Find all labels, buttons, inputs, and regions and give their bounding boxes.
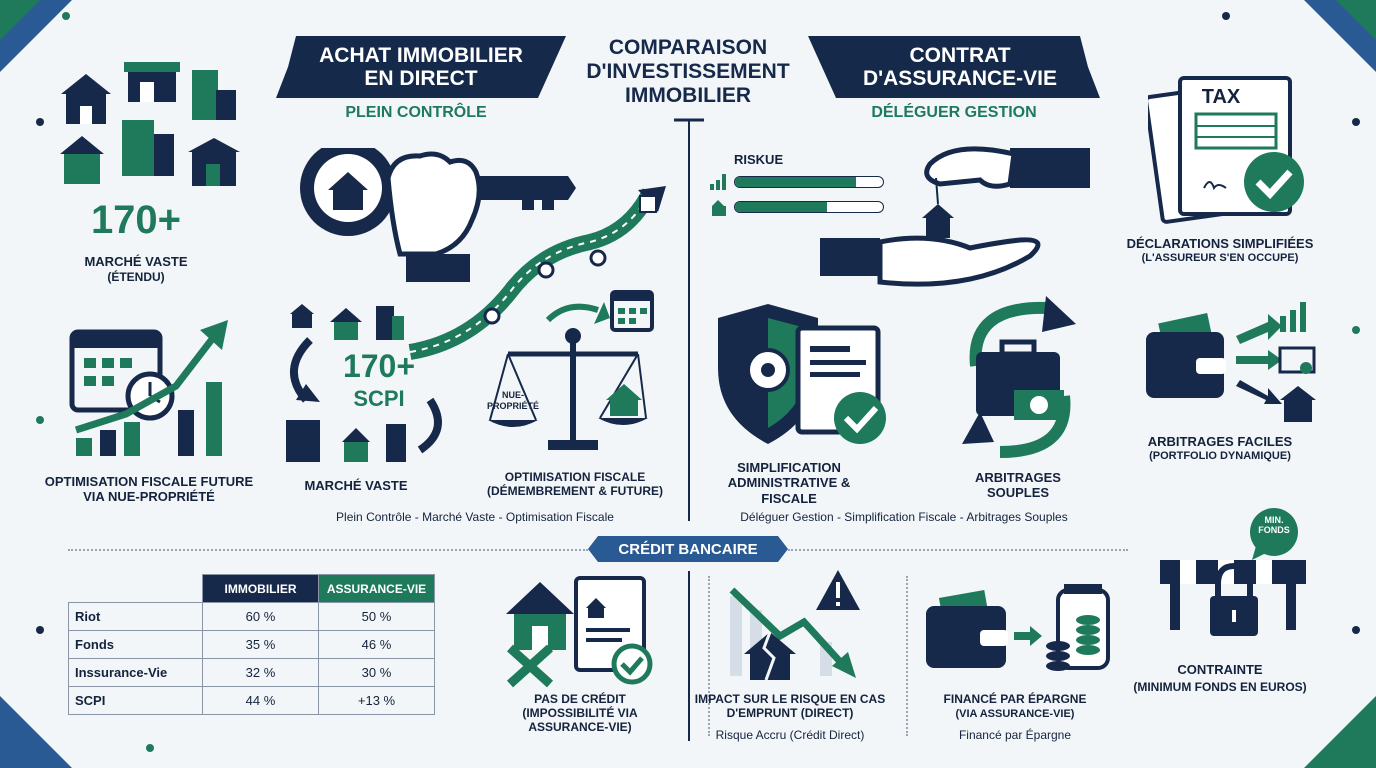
savings-icon	[926, 584, 1110, 671]
corner-decoration-top-right	[1304, 0, 1376, 72]
table-row-name: Riot	[68, 602, 203, 631]
risk-bar-1-fill	[735, 177, 857, 187]
balance-scale-icon	[488, 290, 654, 450]
table-cell-av: 50 %	[318, 602, 435, 631]
hands-handover-icon	[820, 146, 1090, 287]
table-cell-av: 30 %	[318, 658, 435, 687]
banner-life-insurance: CONTRAT D'ASSURANCE-VIE	[808, 36, 1100, 98]
table-cell-av: 46 %	[318, 630, 435, 659]
key-hand-icon	[300, 148, 576, 282]
divider-left	[68, 549, 588, 551]
arbitrage-caption: ARBITRAGES SOUPLES	[975, 470, 1061, 501]
growth-path-icon	[408, 186, 666, 360]
market-sublabel: (ÉTENDU)	[107, 270, 165, 284]
market-size-number: 170+	[90, 198, 182, 242]
impact-sublabel: Risque Accru (Crédit Direct)	[715, 728, 865, 742]
shield-documents-icon	[718, 304, 886, 444]
banner-life-insurance-text: CONTRAT D'ASSURANCE-VIE	[862, 43, 1057, 90]
declarations-sublabel: (L'ASSUREUR S'EN OCCUPE)	[1141, 252, 1299, 264]
scpi-cycle-icon	[286, 304, 442, 462]
market-label: MARCHÉ VASTE	[84, 254, 188, 269]
divider-financed	[906, 576, 908, 736]
admin-caption: SIMPLIFICATION ADMINISTRATIVE & FISCALE	[727, 460, 851, 506]
table-corner	[69, 575, 203, 603]
impact-label: IMPACT SUR LE RISQUE EN CAS D'EMPRUNT (D…	[694, 692, 886, 721]
financed-paren: (VIA ASSURANCE-VIE)	[955, 708, 1075, 720]
briefcase-cycle-icon	[962, 296, 1076, 458]
balance-word: NUE-PROPRIÉTÉ	[486, 390, 539, 411]
min-funds-badge: MIN. FONDS	[1258, 515, 1290, 535]
subtitle-full-control: PLEIN CONTRÔLE	[345, 104, 487, 121]
tax-document-icon	[1148, 76, 1304, 224]
credit-banner: CRÉDIT BANCAIRE	[588, 536, 788, 562]
table-cell-immo: 60 %	[202, 602, 319, 631]
banner-direct-purchase: ACHAT IMMOBILIER EN DIRECT	[276, 36, 566, 98]
table-cell-immo: 44 %	[202, 686, 319, 715]
easy-arbitrage-sublabel: (PORTFOLIO DYNAMIQUE)	[1149, 450, 1291, 462]
table-cell-immo: 35 %	[202, 630, 319, 659]
financed-sublabel: Financé par Épargne	[958, 728, 1072, 742]
divider-impact	[708, 576, 710, 736]
no-credit-icon	[506, 576, 653, 688]
tax-doc-label: TAX	[1201, 86, 1241, 108]
constraint-label: CONTRAINTE	[1177, 662, 1263, 677]
corner-decoration-top-left	[0, 0, 72, 72]
risk-bar-2	[734, 201, 884, 213]
right-summary: Déléguer Gestion - Simplification Fiscal…	[740, 510, 1068, 524]
table-header-assurance-vie: ASSURANCE-VIE	[318, 574, 435, 603]
table-cell-immo: 32 %	[202, 658, 319, 687]
table-row-name: Inssurance-Vie	[68, 658, 203, 687]
table-header-immobilier: IMMOBILIER	[202, 574, 319, 603]
risk-decline-icon	[729, 570, 860, 681]
divider-right	[788, 549, 1128, 551]
easy-arbitrage-label: ARBITRAGES FACILES	[1147, 434, 1293, 449]
financed-label: FINANCÉ PAR ÉPARGNE	[943, 692, 1087, 706]
banner-direct-purchase-text: ACHAT IMMOBILIER EN DIRECT	[319, 43, 523, 90]
risk-bar-1	[734, 176, 884, 188]
declarations-label: DÉCLARATIONS SIMPLIFIÉES	[1126, 236, 1314, 251]
wallet-arbitrage-icon	[1146, 302, 1316, 422]
scpi-label: SCPI	[353, 386, 405, 411]
scpi-number: 170+	[342, 348, 416, 384]
risk-bar-2-fill	[735, 202, 827, 212]
constraint-sublabel: (MINIMUM FONDS EN EUROS)	[1133, 680, 1307, 694]
center-divider	[674, 118, 704, 741]
risk-label: RISKUE	[734, 152, 784, 167]
page-title: COMPARAISON D'INVESTISSEMENT IMMOBILIER	[586, 36, 790, 108]
table-row-name: SCPI	[68, 686, 203, 715]
market-caption: MARCHÉ VASTE	[304, 478, 408, 493]
table-cell-av: +13 %	[318, 686, 435, 715]
tax-optimization-label: OPTIMISATION FISCALE FUTURE VIA NUE-PROP…	[44, 474, 254, 505]
barrier-lock-icon	[1160, 508, 1306, 636]
calendar-growth-icon	[69, 320, 228, 456]
corner-decoration-bottom-left	[0, 696, 72, 768]
no-credit-label: PAS DE CRÉDIT (IMPOSSIBILITÉ VIA ASSURAN…	[522, 692, 638, 735]
city-buildings-icon	[60, 62, 240, 186]
table-row-name: Fonds	[68, 630, 203, 659]
subtitle-delegate: DÉLÉGUER GESTION	[871, 104, 1037, 121]
fiscal-caption: OPTIMISATION FISCALE (DÉMEMBREMENT & FUT…	[487, 470, 663, 499]
table-header-row: IMMOBILIER ASSURANCE-VIE	[69, 574, 435, 603]
corner-decoration-bottom-right	[1304, 696, 1376, 768]
risk-bar-icons	[710, 174, 726, 216]
left-summary: Plein Contrôle - Marché Vaste - Optimisa…	[336, 510, 614, 524]
